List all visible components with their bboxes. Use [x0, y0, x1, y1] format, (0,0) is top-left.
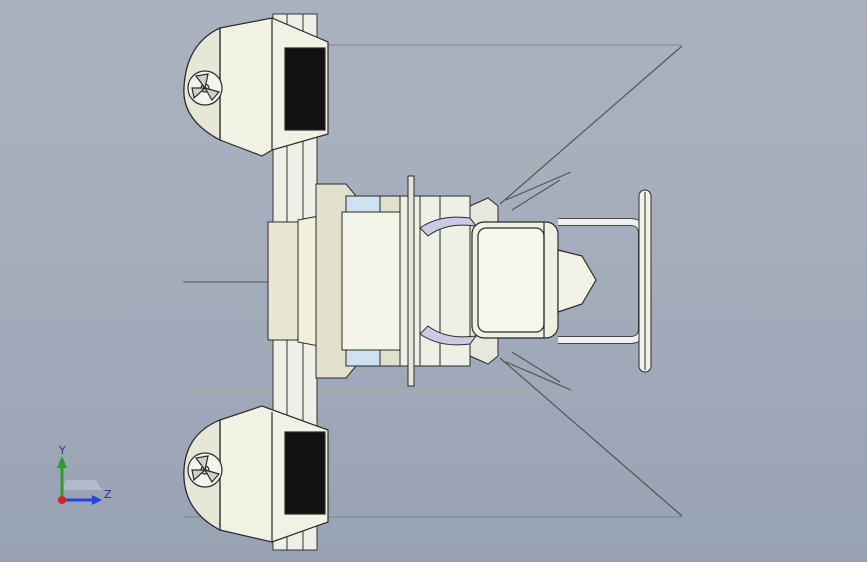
y-axis-label: Y: [58, 444, 66, 457]
tail-frame: [558, 189, 652, 373]
control-tubes: [419, 216, 478, 346]
y-arrowhead: [57, 456, 67, 468]
triad-plane: [60, 480, 102, 490]
support-struts: [499, 45, 683, 517]
fuel-tank: [471, 221, 597, 339]
engine-pod-bottom: [183, 405, 329, 543]
z-arrowhead: [92, 495, 102, 505]
x-axis-dot: [58, 496, 66, 504]
orientation-triad[interactable]: Y Z: [40, 432, 130, 522]
engine-pod-top: [183, 17, 329, 157]
z-axis-label: Z: [104, 488, 112, 501]
